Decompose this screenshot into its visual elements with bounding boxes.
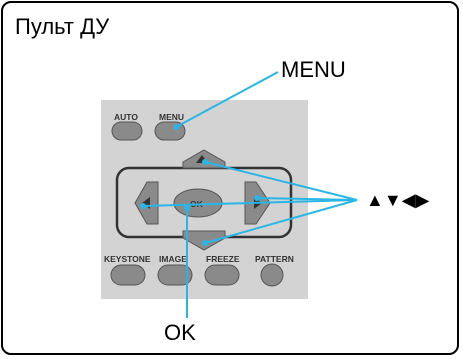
freeze-label: FREEZE: [206, 254, 240, 264]
down-callout-line: [204, 199, 358, 244]
menu-callout-line: [175, 71, 279, 128]
page-title: Пульт ДУ: [15, 14, 110, 39]
image-button[interactable]: [157, 264, 193, 286]
callout-dots: [140, 124, 260, 246]
arrows-callout-label: ▲▼◀▶: [366, 190, 430, 210]
image-label: IMAGE: [159, 254, 187, 264]
menu-callout-label: MENU: [281, 57, 346, 82]
menu-callout-dot: [173, 124, 179, 130]
ok-callout-label: OK: [164, 320, 196, 345]
auto-button[interactable]: [111, 121, 143, 141]
down-callout-dot: [202, 240, 208, 246]
pattern-button[interactable]: [260, 263, 284, 287]
freeze-button[interactable]: [204, 264, 240, 286]
up-callout-dot: [202, 159, 208, 165]
left-callout-line: [142, 199, 358, 207]
left-callout-dot: [140, 203, 146, 209]
keystone-label: KEYSTONE: [104, 254, 151, 264]
keystone-button[interactable]: [110, 264, 146, 286]
pattern-label: PATTERN: [255, 254, 294, 264]
up-callout-line: [204, 161, 358, 201]
auto-label: AUTO: [114, 112, 138, 122]
callout-lines: [142, 71, 358, 318]
menu-label: MENU: [159, 112, 184, 122]
right-callout-dot: [254, 195, 260, 201]
ok-callout-dot: [184, 205, 190, 211]
